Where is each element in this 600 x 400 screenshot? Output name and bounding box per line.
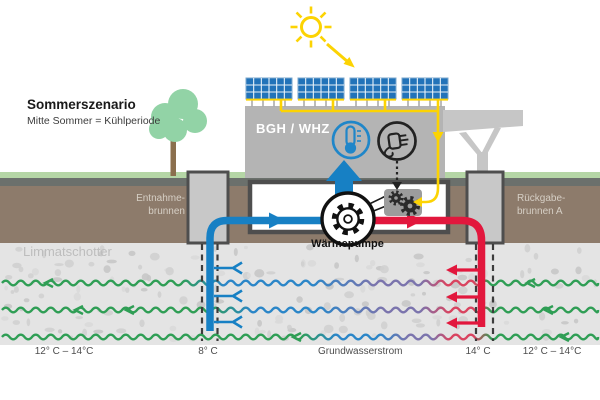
intake-branches [214, 261, 243, 329]
sun-arrow [326, 42, 355, 68]
tree [149, 89, 207, 176]
scenario-subtitle: Mitte Sommer = Kühlperiode [27, 115, 161, 127]
thermometer-icon [331, 120, 371, 160]
temp-far-right: 12° C – 14°C [522, 346, 582, 357]
electricity-dotted-arrow [392, 161, 402, 190]
aquifer-label: Limmatschotter [23, 244, 112, 259]
temp-extraction: 8° C [198, 346, 218, 357]
return-well-label-line2: brunnen A [517, 205, 563, 217]
groundwater-flow-line [1, 306, 600, 314]
temp-return: 14° C [465, 346, 491, 357]
warm-flow-arrow [407, 212, 423, 229]
groundwater-flow-line [1, 333, 600, 341]
cold-flow-arrow [269, 212, 285, 229]
injection-arrows [446, 264, 481, 329]
power-plug-icon [377, 121, 417, 161]
extraction-well-label: Entnahme- brunnen [100, 193, 185, 218]
return-well-label: Rückgabe- brunnen A [517, 193, 565, 218]
heat-pump-label: Wärmepumpe [311, 238, 384, 250]
pv-cable-left-arrow [413, 197, 422, 207]
borehole-dashes [200, 244, 495, 341]
gravel-aquifer-layer [0, 243, 600, 345]
sun-icon [290, 6, 332, 48]
extraction-well-label-line2: brunnen [148, 205, 185, 217]
building-label: BGH / WHZ [256, 121, 330, 136]
warm-water-pipe [346, 216, 486, 327]
return-well-label-line1: Rückgabe- [517, 193, 566, 204]
return-well [465, 170, 505, 245]
pv-cable [279, 99, 440, 204]
pv-cable-down-arrow [432, 132, 444, 143]
groundwater-flow-line [1, 279, 600, 287]
motor-gears-icon [388, 190, 420, 216]
scenario-title: Sommerszenario [27, 97, 136, 112]
groundwater-flow-label: Grundwasserstrom [318, 346, 403, 357]
gear-icon [331, 202, 365, 236]
solar-panel-array [245, 77, 449, 107]
flow-direction-arrows [42, 277, 570, 343]
temp-far-left: 12° C – 14°C [34, 346, 94, 357]
cold-water-pipe [206, 216, 350, 331]
canopy-structure [443, 110, 523, 176]
extraction-well-label-line1: Entnahme- [136, 193, 185, 204]
